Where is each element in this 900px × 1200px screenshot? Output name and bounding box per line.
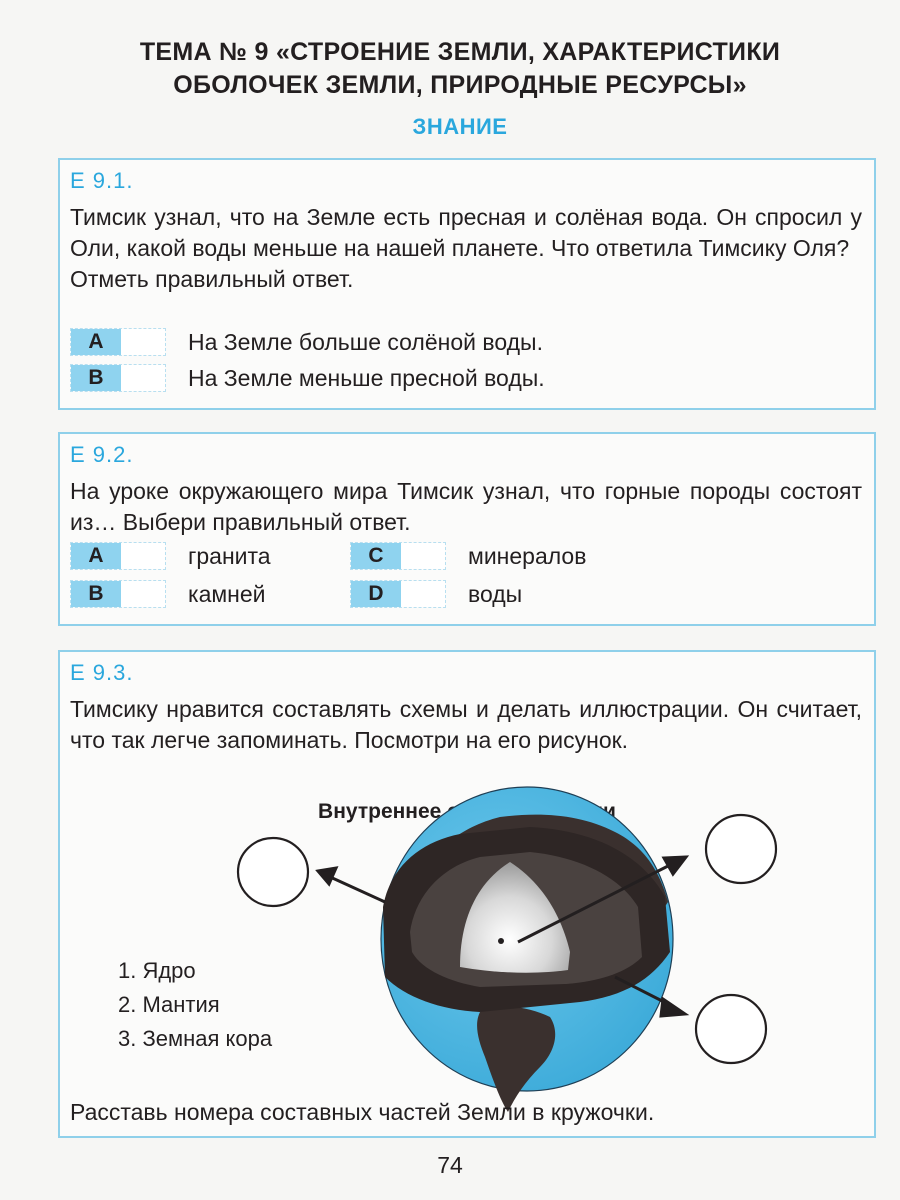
option-b[interactable]: B На Земле меньше пресной воды. <box>70 364 545 392</box>
option-a[interactable]: A На Земле больше солёной воды. <box>70 328 543 356</box>
legend-item-mantle: 2. Мантия <box>118 992 220 1017</box>
legend-item-crust: 3. Земная кора <box>118 1026 273 1051</box>
core-layer <box>460 862 570 973</box>
section-label: ЗНАНИЕ <box>412 114 508 139</box>
answer-circle-bottom-right <box>694 993 768 1065</box>
option-label: На Земле меньше пресной воды. <box>188 364 545 391</box>
option-b[interactable]: B камней <box>70 580 266 608</box>
option-letter: A <box>71 329 121 355</box>
task-question: На уроке окружающего мира Тимсик узнал, … <box>70 478 862 535</box>
task-9-3: Е 9.3. Тимсику нравится составлять схемы… <box>58 650 876 1138</box>
task-text: Тимсик узнал, что на Земле есть пресная … <box>70 202 862 295</box>
option-checkbox[interactable]: A <box>70 328 166 356</box>
option-a[interactable]: A гранита <box>70 542 271 570</box>
task-id: Е 9.2. <box>70 442 134 467</box>
task-instruction: Расставь номера составных частей Земли в… <box>70 1099 655 1125</box>
page-number: 74 <box>437 1152 463 1178</box>
task-question: Тимсику нравится составлять схемы и дела… <box>70 696 862 753</box>
task-9-1: Е 9.1. Тимсик узнал, что на Земле есть п… <box>58 158 876 410</box>
option-checkbox[interactable]: B <box>70 364 166 392</box>
answer-blank[interactable] <box>401 581 445 607</box>
legend-item-core: 1. Ядро <box>118 958 196 983</box>
option-checkbox[interactable]: B <box>70 580 166 608</box>
task-id: Е 9.1. <box>70 168 134 193</box>
page-title-line-2: ОБОЛОЧЕК ЗЕМЛИ, ПРИРОДНЫЕ РЕСУРСЫ» <box>173 71 747 99</box>
task-text: Тимсику нравится составлять схемы и дела… <box>70 694 862 756</box>
land-south-america <box>477 1006 556 1112</box>
answer-blank[interactable] <box>121 543 165 569</box>
option-label: На Земле больше солёной воды. <box>188 328 543 355</box>
answer-blank[interactable] <box>121 581 165 607</box>
option-letter: B <box>71 365 121 391</box>
task-text: На уроке окружающего мира Тимсик узнал, … <box>70 476 862 538</box>
page-title-line-1: ТЕМА № 9 «СТРОЕНИЕ ЗЕМЛИ, ХАРАКТЕРИСТИКИ <box>139 38 781 66</box>
answer-blank[interactable] <box>121 329 165 355</box>
task-instruction: Отметь правильный ответ. <box>70 266 354 292</box>
task-id: Е 9.3. <box>70 660 134 685</box>
option-checkbox[interactable]: D <box>350 580 446 608</box>
earth-structure-diagram <box>236 786 778 1112</box>
answer-blank[interactable] <box>121 365 165 391</box>
option-letter: B <box>71 581 121 607</box>
task-9-2: Е 9.2. На уроке окружающего мира Тимсик … <box>58 432 876 626</box>
option-checkbox[interactable]: C <box>350 542 446 570</box>
option-letter: A <box>71 543 121 569</box>
task-question: Тимсик узнал, что на Земле есть пресная … <box>70 204 862 261</box>
option-label: минералов <box>468 542 587 569</box>
option-label: воды <box>468 580 523 607</box>
answer-blank[interactable] <box>401 543 445 569</box>
option-letter: C <box>351 543 401 569</box>
option-c[interactable]: C минералов <box>350 542 586 570</box>
option-d[interactable]: D воды <box>350 580 522 608</box>
option-label: камней <box>188 580 266 607</box>
option-letter: D <box>351 581 401 607</box>
answer-circle-top-right <box>704 813 778 885</box>
option-label: гранита <box>188 542 271 569</box>
option-checkbox[interactable]: A <box>70 542 166 570</box>
layer-legend: 1. Ядро 2. Мантия 3. Земная кора <box>118 954 272 1056</box>
answer-circle-left <box>236 836 310 908</box>
page-title: ТЕМА № 9 «СТРОЕНИЕ ЗЕМЛИ, ХАРАКТЕРИСТИКИ… <box>60 36 860 102</box>
